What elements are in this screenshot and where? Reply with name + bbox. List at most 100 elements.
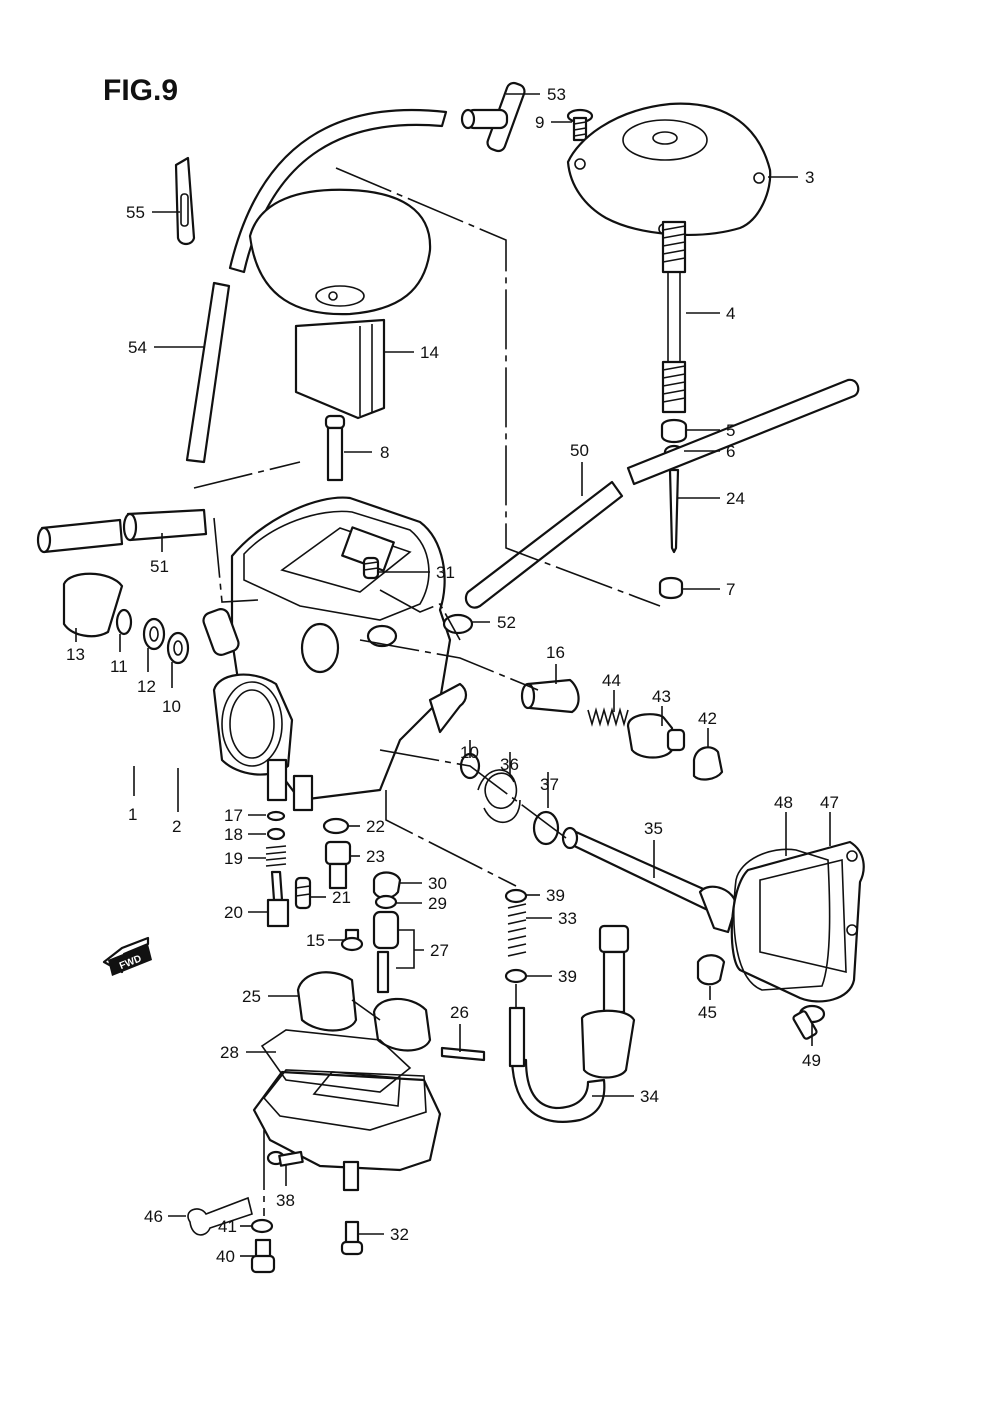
label-35: 35	[644, 819, 663, 878]
label-6: 6	[684, 442, 735, 461]
part-number: 52	[497, 613, 516, 632]
part-number: 5	[726, 421, 735, 440]
label-15: 15	[306, 931, 346, 950]
part-number: 48	[774, 793, 793, 812]
part-number: 36	[500, 755, 519, 774]
figure-title: FIG.9	[103, 74, 178, 107]
part-number: 43	[652, 687, 671, 706]
part-number: 4	[726, 304, 735, 323]
pin-26	[440, 1046, 486, 1062]
clamp-55	[174, 156, 196, 246]
part-number: 47	[820, 793, 839, 812]
part-number: 19	[224, 849, 243, 868]
part-number: 42	[698, 709, 717, 728]
part-number: 27	[430, 941, 449, 960]
label-33: 33	[526, 909, 577, 928]
washer-17	[266, 810, 286, 822]
part-number: 50	[570, 441, 589, 460]
part-number: 6	[726, 442, 735, 461]
screw-8	[324, 414, 346, 482]
hose-51	[36, 508, 208, 554]
dashed-guide-4	[359, 639, 539, 691]
label-37: 37	[540, 772, 559, 808]
label-46: 46	[144, 1207, 186, 1226]
jet-23	[324, 840, 352, 890]
label-44: 44	[602, 671, 621, 712]
o-ring-29	[374, 894, 398, 910]
screw-31	[362, 556, 380, 580]
washer-11	[115, 608, 133, 636]
washer-12	[142, 617, 166, 651]
label-49: 49	[802, 1024, 821, 1070]
part-number: 31	[436, 563, 455, 582]
label-43: 43	[652, 687, 671, 726]
label-53: 53	[506, 85, 566, 104]
cover-47	[730, 840, 865, 1003]
cap-45	[696, 954, 726, 986]
label-24: 24	[678, 489, 745, 508]
label-19: 19	[224, 849, 266, 868]
label-8: 8	[344, 443, 389, 462]
label-18: 18	[224, 825, 266, 844]
part-number: 12	[137, 677, 156, 696]
label-11: 11	[110, 634, 128, 676]
hose-50-left	[464, 480, 624, 609]
part-number: 30	[428, 874, 447, 893]
label-2: 2	[172, 768, 181, 836]
washer-39b	[504, 968, 528, 984]
part-number: 13	[66, 645, 85, 664]
part-number: 35	[644, 819, 663, 838]
label-22: 22	[348, 817, 385, 836]
part-number: 11	[110, 657, 128, 676]
label-10a: 10	[162, 662, 181, 716]
needle-valve-27	[372, 910, 400, 994]
screw-38	[266, 1150, 304, 1167]
dashed-guide-3	[213, 517, 259, 603]
part-number: 9	[535, 113, 544, 132]
label-7: 7	[682, 580, 735, 599]
part-number: 3	[805, 168, 814, 187]
label-21: 21	[310, 888, 351, 907]
label-20: 20	[224, 903, 268, 922]
part-number: 17	[224, 806, 243, 825]
jet-needle-24	[668, 468, 680, 554]
dashed-guide-2	[193, 461, 301, 489]
label-41: 41	[218, 1217, 252, 1236]
gasket-48	[733, 848, 831, 991]
label-3: 3	[768, 168, 814, 187]
part-number: 51	[150, 557, 169, 576]
part-number: 46	[144, 1207, 163, 1226]
label-31: 31	[378, 563, 455, 582]
part-labels: 53 9 3 55 4 54 14 5 6 8 50 24 51 31 7 52…	[66, 85, 839, 1266]
leader-line	[396, 929, 424, 969]
seal-10a	[166, 631, 190, 665]
label-47: 47	[820, 793, 839, 846]
part-number: 39	[558, 967, 577, 986]
label-10b: 10	[460, 740, 479, 762]
needle-spring-4	[661, 220, 687, 414]
label-23: 23	[350, 847, 385, 866]
starter-nut-43	[626, 713, 686, 759]
part-number: 10	[162, 697, 181, 716]
part-number: 23	[366, 847, 385, 866]
dashed-guide-1	[335, 167, 661, 607]
part-number: 49	[802, 1051, 821, 1070]
washer-22	[322, 817, 350, 835]
label-50: 50	[570, 441, 589, 496]
label-52: 52	[472, 613, 516, 632]
part-number: 2	[172, 817, 181, 836]
label-32: 32	[358, 1225, 409, 1244]
screw-49	[792, 1004, 826, 1040]
label-39b: 39	[526, 967, 577, 986]
part-number: 22	[366, 817, 385, 836]
label-28: 28	[220, 1043, 276, 1062]
part-number: 15	[306, 931, 325, 950]
part-number: 21	[332, 888, 351, 907]
part-number: 40	[216, 1247, 235, 1266]
label-1: 1	[128, 766, 137, 824]
screw-32	[340, 1220, 364, 1256]
label-16: 16	[546, 643, 565, 684]
label-55: 55	[126, 203, 180, 222]
vent-hose-54	[228, 108, 448, 274]
part-number: 26	[450, 1003, 469, 1022]
